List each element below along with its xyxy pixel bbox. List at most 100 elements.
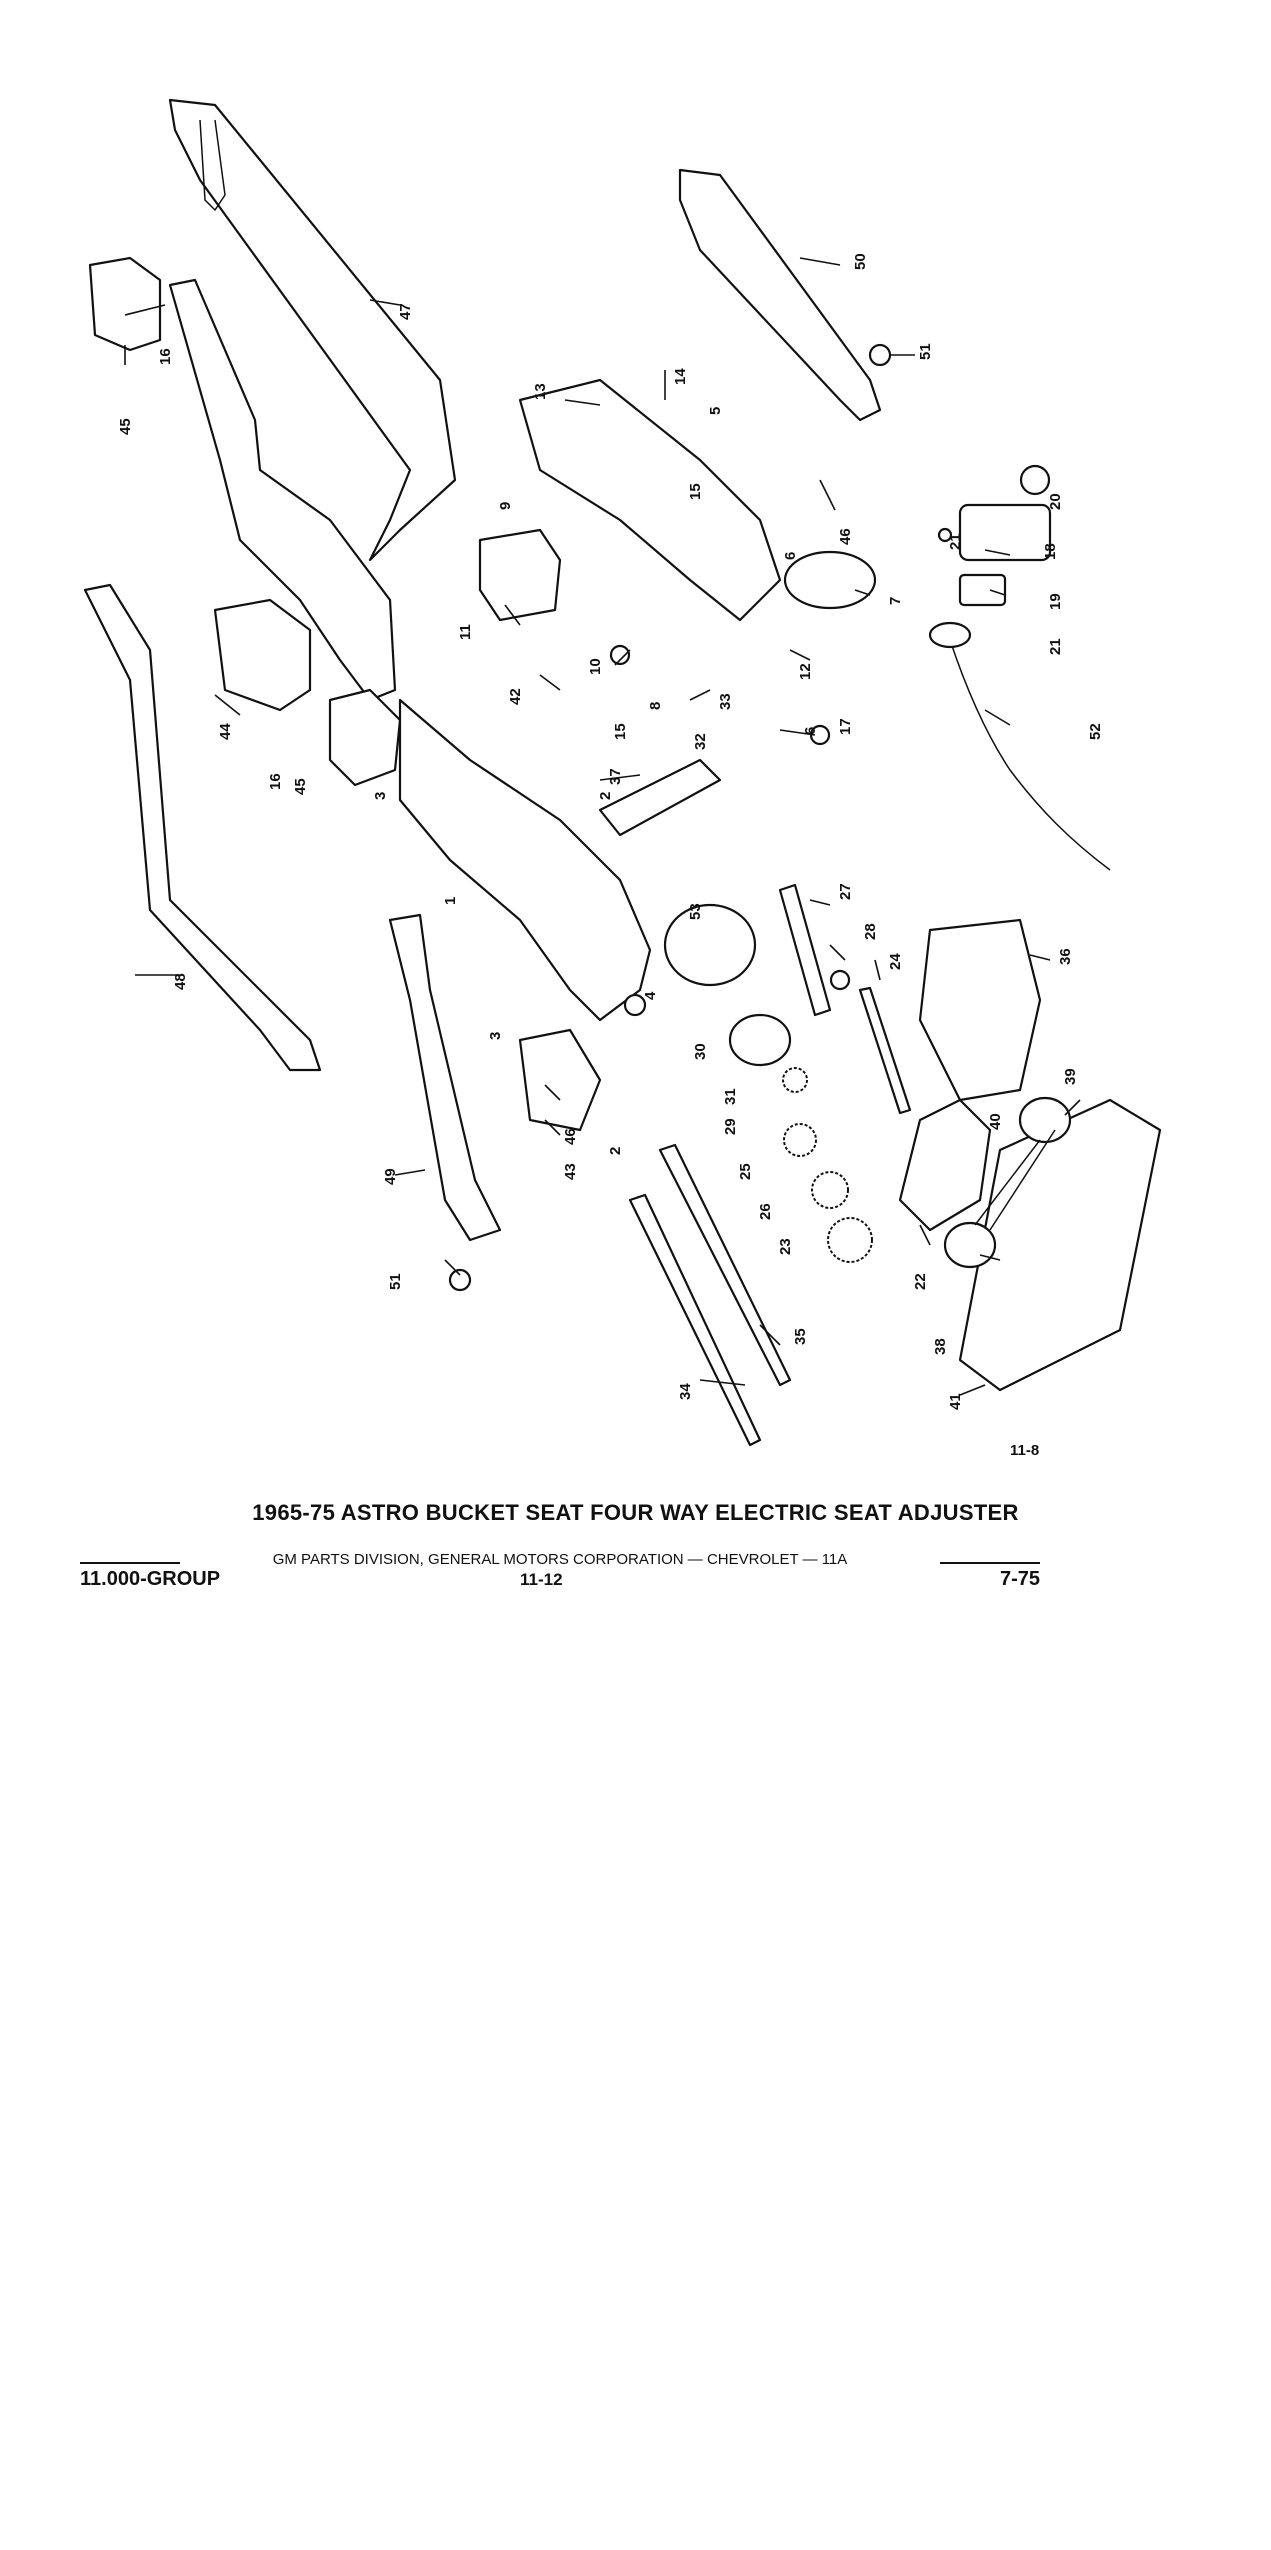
part-28-washer xyxy=(829,969,851,991)
part-18-switch-plate xyxy=(958,503,1052,562)
part-49-cover xyxy=(388,913,502,1242)
callout-46: 46 xyxy=(562,1128,579,1145)
part-39-pulley xyxy=(1018,1096,1072,1144)
callout-4: 4 xyxy=(642,991,659,1000)
part-47-outer-cover xyxy=(168,98,457,562)
callout-8: 8 xyxy=(647,702,664,710)
callout-22: 22 xyxy=(912,1273,929,1290)
callout-15: 15 xyxy=(612,723,629,740)
part-26-gear xyxy=(811,1171,849,1209)
callout-12: 12 xyxy=(797,663,814,680)
page-title: 1965-75 ASTRO BUCKET SEAT FOUR WAY ELECT… xyxy=(252,1500,1019,1525)
callout-36: 36 xyxy=(1057,948,1074,965)
callout-35: 35 xyxy=(792,1328,809,1345)
part-51-nut xyxy=(448,1268,472,1292)
callout-6: 6 xyxy=(782,552,799,560)
callout-24: 24 xyxy=(887,953,904,970)
callout-3: 3 xyxy=(487,1032,504,1040)
seat-side-panel xyxy=(168,278,397,702)
figure-number: 11-8 xyxy=(1010,1442,1040,1459)
footer-division-line: GM PARTS DIVISION, GENERAL MOTORS CORPOR… xyxy=(80,1548,1040,1570)
callout-30: 30 xyxy=(692,1043,709,1060)
footer-page-number: 11-12 xyxy=(520,1570,563,1589)
callout-19: 19 xyxy=(1047,593,1064,610)
callout-33: 33 xyxy=(717,693,734,710)
callout-6: 6 xyxy=(802,727,819,735)
seat-adjuster-frame xyxy=(398,698,652,1022)
callout-16: 16 xyxy=(157,348,174,365)
part-30-motor xyxy=(728,1013,792,1067)
callout-46: 46 xyxy=(837,528,854,545)
footer-group: 11.000-GROUP xyxy=(80,1568,221,1590)
callout-48: 48 xyxy=(172,973,189,990)
part-45-bracket-lower xyxy=(328,688,402,787)
callout-25: 25 xyxy=(737,1163,754,1180)
callout-45: 45 xyxy=(292,778,309,795)
callout-15: 15 xyxy=(687,483,704,500)
part-45-bracket-upper xyxy=(88,256,162,352)
callout-11: 11 xyxy=(457,624,474,640)
callout-51: 51 xyxy=(917,343,934,360)
footer-date: 7-75 xyxy=(999,1568,1040,1590)
part-36-motor xyxy=(918,918,1042,1102)
footer-bottom: 11.000-GROUP 11-12 7-75 xyxy=(80,1568,1040,1594)
callout-27: 27 xyxy=(837,883,854,900)
callout-47: 47 xyxy=(397,303,414,320)
part-15-nut xyxy=(609,644,631,666)
part-11-bracket xyxy=(478,528,562,622)
callout-31: 31 xyxy=(722,1088,739,1105)
part-40-belt xyxy=(974,1129,1056,1231)
exploded-parts-diagram: 47 50 16 45 51 13 14 5 9 15 46 20 21 18 … xyxy=(83,98,1162,1447)
part-35-cable xyxy=(658,1143,792,1387)
callout-53: 53 xyxy=(687,903,704,920)
callout-40: 40 xyxy=(987,1113,1004,1130)
callout-13: 13 xyxy=(532,383,549,400)
callout-14: 14 xyxy=(672,368,689,385)
callout-2: 2 xyxy=(607,1147,624,1155)
part-38-pulley xyxy=(943,1221,997,1269)
callout-44: 44 xyxy=(217,723,234,740)
part-27-shaft xyxy=(778,883,832,1017)
part-43-bracket xyxy=(518,1028,602,1132)
part-7-housing xyxy=(783,550,877,610)
part-44-bracket xyxy=(213,598,312,712)
seat-track-upper xyxy=(518,378,782,622)
callout-3: 3 xyxy=(372,792,389,800)
part-53-motor xyxy=(663,903,757,987)
part-24-shaft xyxy=(858,986,912,1115)
part-23-gear xyxy=(827,1217,873,1263)
part-19-switch xyxy=(958,573,1007,607)
callout-2: 2 xyxy=(597,792,614,800)
part-4-bushing xyxy=(623,993,647,1017)
part-52-wire-harness xyxy=(949,639,1111,871)
callout-20: 20 xyxy=(1047,493,1064,510)
part-34-cable xyxy=(628,1193,762,1447)
callout-43: 43 xyxy=(562,1163,579,1180)
callout-7: 7 xyxy=(887,597,904,605)
callout-23: 23 xyxy=(777,1238,794,1255)
footer-rule-left xyxy=(80,1562,180,1564)
callout-41: 41 xyxy=(947,1393,964,1410)
callout-39: 39 xyxy=(1062,1068,1079,1085)
footer-rule-right xyxy=(940,1562,1040,1564)
callout-50: 50 xyxy=(852,253,869,270)
part-51-nut-upper xyxy=(868,343,892,367)
part-25-gear xyxy=(783,1123,817,1157)
callout-45: 45 xyxy=(117,418,134,435)
part-20-knob xyxy=(1019,464,1051,496)
callout-32: 32 xyxy=(692,733,709,750)
callout-29: 29 xyxy=(722,1118,739,1135)
part-22-gearbox xyxy=(898,1098,992,1232)
part-41-cover xyxy=(958,1098,1162,1392)
callout-9: 9 xyxy=(497,502,514,510)
callout-5: 5 xyxy=(707,407,724,415)
footer-division: GM PARTS DIVISION, GENERAL MOTORS CORPOR… xyxy=(272,1550,848,1568)
callout-1: 1 xyxy=(442,897,459,905)
callout-28: 28 xyxy=(862,923,879,940)
callout-49: 49 xyxy=(382,1168,399,1185)
callout-52: 52 xyxy=(1087,723,1104,740)
part-50-cover xyxy=(678,168,882,422)
callout-17: 17 xyxy=(837,718,854,735)
callout-34: 34 xyxy=(677,1383,694,1400)
part-29-gear xyxy=(782,1067,808,1093)
